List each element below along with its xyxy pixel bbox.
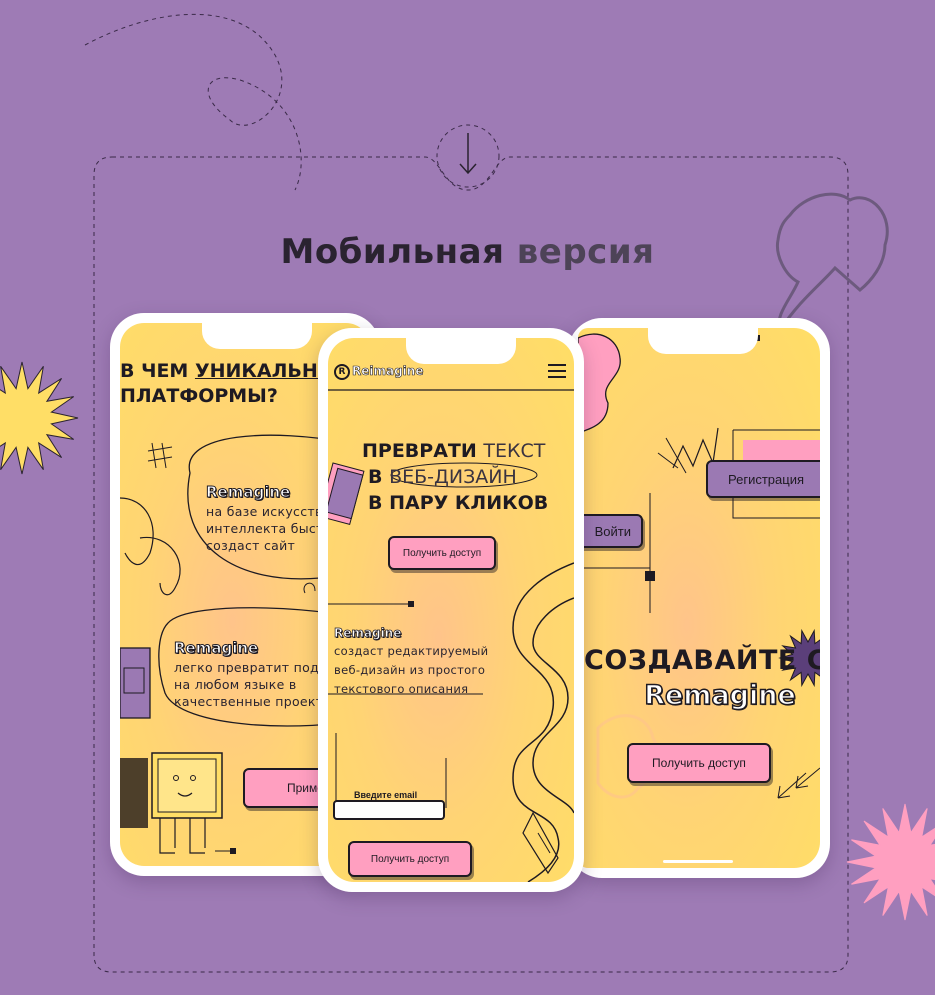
bubble1-brand: Remagine [205,483,291,502]
pointing-hand-icon [775,192,889,334]
arrow-down-icon [459,133,477,175]
title-word-2: версия [516,232,655,272]
desc-text: создаст редактируемый веб-дизайн из прос… [334,642,488,699]
register-button[interactable]: Регистрация [706,460,820,498]
email-label: Введите email [354,790,418,800]
hero-word-light: ТЕКСТ [483,440,546,462]
hero-word: ПРЕВРАТИ [362,440,477,462]
bubble2-text: легко превратит подсказки на любом языке… [174,659,365,710]
left-heading-part: В ЧЕМ [120,360,195,382]
starburst-decoration-right [846,803,935,921]
phone-right: Регистрация Войти СОЗДАВАЙТЕ С Remagine … [568,318,830,878]
phone-notch [648,328,758,354]
phone-right-screen: Регистрация Войти СОЗДАВАЙТЕ С Remagine … [578,328,820,868]
bubble1-line: интеллекта быстро [206,521,340,536]
arrow-circle [436,124,500,188]
desc-brand: Remagine [334,626,402,641]
right-heading: СОЗДАВАЙТЕ С [584,645,820,676]
login-button[interactable]: Войти [578,514,643,548]
bubble2-line: легко превратит подсказки [174,660,366,675]
hero-word-light: ВЕБ-ДИЗАЙН [389,466,517,488]
page-title: Мобильная версия [0,232,935,272]
phone-center: R Reimagine ПРЕВРАТИ ТЕКСТ В ВЕБ-ДИЗАЙН … [318,328,584,892]
center-illustration [328,389,574,882]
hero-line3: В ПАРУ КЛИКОВ [368,492,549,514]
phone-notch [202,323,312,349]
desc-line: веб-дизайн из простого [334,663,486,677]
dashed-curve-decoration [84,13,302,191]
center-hero-heading: ПРЕВРАТИ ТЕКСТ В ВЕБ-ДИЗАЙН В ПАРУ КЛИКО… [362,438,548,516]
left-heading-line2: ПЛАТФОРМЫ? [120,385,278,407]
get-access-button-submit[interactable]: Получить доступ [348,841,472,877]
hero-word: В [368,466,383,488]
dashed-frame [93,156,849,973]
left-illustration [120,434,370,854]
title-word-1: Мобильная [280,232,505,272]
bubble2-line: на любом языке в [174,677,297,692]
desc-line: создаст редактируемый [334,644,489,658]
bubble2-brand: Remagine [173,639,259,658]
bubble2-line: качественные проекты [174,694,334,709]
starburst-decoration-small [778,628,820,688]
get-access-button-hero[interactable]: Получить доступ [388,536,496,570]
bubble1-line: создаст сайт [206,538,296,553]
phone-center-screen: R Reimagine ПРЕВРАТИ ТЕКСТ В ВЕБ-ДИЗАЙН … [328,338,574,882]
phone-notch [406,338,516,364]
starburst-decoration-left [0,361,79,475]
desc-line: текстового описания [334,682,469,696]
get-access-button-right[interactable]: Получить доступ [627,743,771,783]
email-input[interactable] [333,800,445,820]
logo-mark: R [334,364,350,380]
right-illustration [578,333,820,863]
right-heading-brand: Remagine [643,679,796,712]
logo-text[interactable]: Reimagine [352,364,424,379]
hamburger-icon[interactable] [548,364,566,378]
